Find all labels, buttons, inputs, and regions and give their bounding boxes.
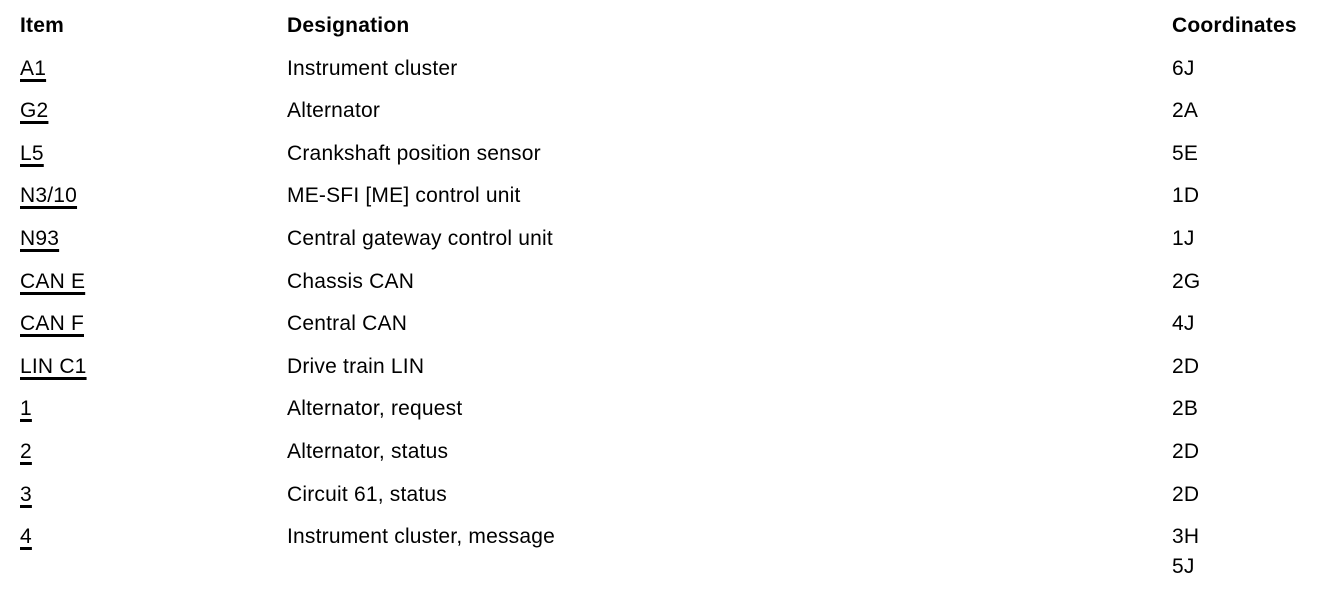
designation-cell: Alternator, request [287,397,463,421]
item-cell: CAN E [20,267,287,310]
coordinates-cell: 2B [1172,397,1199,421]
coordinates-cell: 3H 5J [1172,525,1200,579]
item-link[interactable]: 1 [20,397,32,421]
item-link[interactable]: G2 [20,99,49,123]
item-link[interactable]: N3/10 [20,184,78,208]
item-cell: N3/10 [20,181,287,224]
item-cell: A1 [20,54,287,97]
column-header-designation: Designation [287,14,410,37]
item-link[interactable]: CAN E [20,269,86,293]
column-header-item: Item [20,14,64,37]
designation-cell: Circuit 61, status [287,482,447,506]
item-cell: 2 [20,437,287,480]
column-header-coordinates: Coordinates [1172,14,1297,37]
item-cell: L5 [20,139,287,182]
item-cell: 4 [20,522,287,582]
item-cell: CAN F [20,309,287,352]
item-link[interactable]: N93 [20,226,60,250]
designation-cell: Instrument cluster, message [287,525,556,549]
item-link[interactable]: 2 [20,439,32,463]
designation-cell: Chassis CAN [287,269,415,293]
designation-cell: Central CAN [287,312,408,336]
coordinates-cell: 2D [1172,439,1200,463]
designation-cell: Drive train LIN [287,354,425,378]
designation-cell: Central gateway control unit [287,226,553,250]
designation-cell: Instrument cluster [287,56,458,80]
designation-cell: Alternator, status [287,439,449,463]
item-link[interactable]: L5 [20,141,44,165]
item-link[interactable]: LIN C1 [20,354,87,378]
item-cell: LIN C1 [20,352,287,395]
item-cell: 1 [20,394,287,437]
item-link[interactable]: CAN F [20,312,84,336]
coordinates-cell: 4J [1172,312,1195,336]
legend-table: Item Designation Coordinates A1 Instrume… [20,14,1297,582]
item-link[interactable]: A1 [20,56,47,80]
designation-cell: ME-SFI [ME] control unit [287,184,521,208]
designation-cell: Alternator [287,99,381,123]
coordinates-cell: 2G [1172,269,1201,293]
item-cell: N93 [20,224,287,267]
item-cell: 3 [20,480,287,523]
coordinates-cell: 2D [1172,354,1200,378]
coordinates-cell: 2A [1172,99,1199,123]
item-link[interactable]: 4 [20,525,32,549]
coordinates-cell: 2D [1172,482,1200,506]
coordinates-cell: 5E [1172,141,1199,165]
item-link[interactable]: 3 [20,482,32,506]
coordinates-cell: 6J [1172,56,1195,80]
coordinates-cell: 1D [1172,184,1200,208]
coordinates-cell: 1J [1172,226,1195,250]
designation-cell: Crankshaft position sensor [287,141,541,165]
item-cell: G2 [20,96,287,139]
